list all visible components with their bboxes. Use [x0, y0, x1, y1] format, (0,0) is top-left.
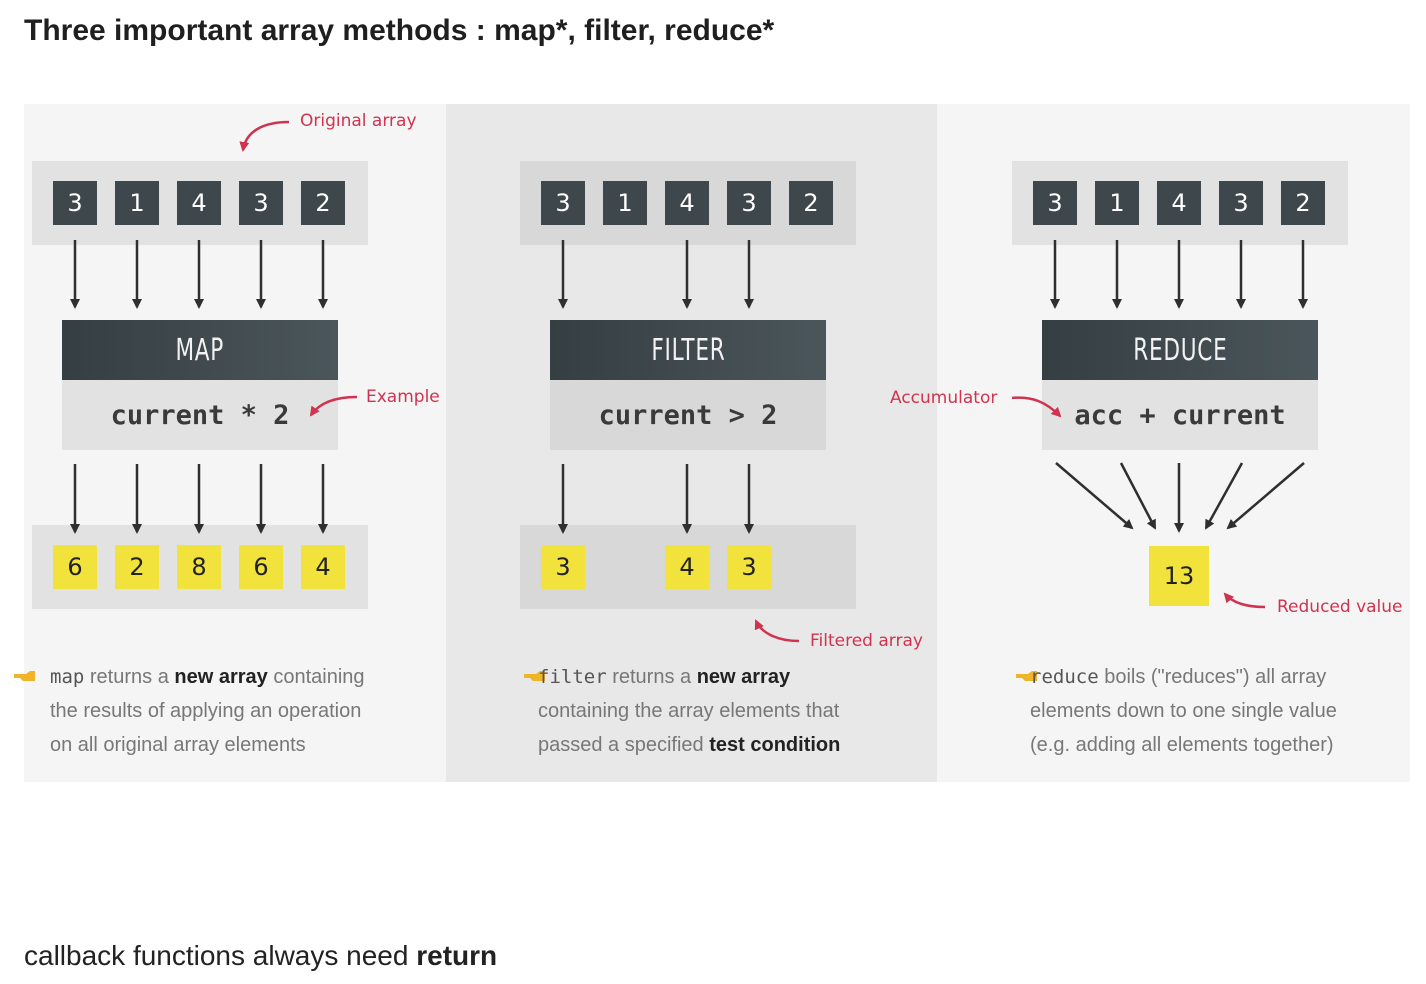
pointing-hand-icon	[14, 671, 35, 681]
pointing-hand-icon	[524, 671, 545, 681]
filter-input-cell: 3	[541, 181, 585, 225]
map-operation: current * 2	[62, 380, 338, 450]
filter-input-cell: 2	[789, 181, 833, 225]
map-input-array: 3 1 4 3 2	[32, 161, 368, 245]
filter-input-cell: 3	[727, 181, 771, 225]
desc-text: returns a	[84, 666, 175, 688]
desc-bold: test condition	[709, 734, 841, 756]
reduce-code: reduce	[1030, 666, 1099, 688]
annotation-reduced-value: Reduced value	[1277, 597, 1403, 617]
map-input-cell: 3	[239, 181, 283, 225]
filter-input-array: 3 1 4 3 2	[520, 161, 856, 245]
reduce-operation: acc + current	[1042, 380, 1318, 450]
desc-line: containing the array elements that	[538, 700, 840, 722]
annotation-example: Example	[366, 387, 440, 407]
array-methods-diagram: 3 1 4 3 2 MAP current * 2 6 2 8 6 4 Orig…	[14, 104, 1410, 782]
reduce-header-label: REDUCE	[1132, 332, 1228, 368]
desc-line: on all original array elements	[50, 734, 306, 756]
map-header-label: MAP	[175, 332, 225, 368]
reduce-panel: 3 1 4 3 2 REDUCE acc + current 13 Reduce…	[937, 104, 1410, 782]
map-output-cell: 6	[239, 545, 283, 589]
map-input-cell: 1	[115, 181, 159, 225]
filter-header: FILTER	[550, 320, 826, 380]
arrow-converge	[1119, 462, 1157, 530]
reduce-result-cell: 13	[1149, 546, 1209, 606]
map-panel: 3 1 4 3 2 MAP current * 2 6 2 8 6 4 Orig…	[14, 104, 446, 782]
map-input-cell: 2	[301, 181, 345, 225]
filter-operation: current > 2	[550, 380, 826, 450]
annotation-original-array: Original array	[300, 111, 417, 131]
desc-line: (e.g. adding all elements together)	[1030, 734, 1334, 756]
filter-input-cell: 1	[603, 181, 647, 225]
reduce-description: reduce boils ("reduces") all array eleme…	[1030, 660, 1337, 762]
map-output-cell: 2	[115, 545, 159, 589]
arrow-converge	[1226, 462, 1305, 530]
flow-arrows	[70, 120, 1308, 643]
reduce-input-cell: 3	[1219, 181, 1263, 225]
desc-text: boils ("reduces") all array	[1098, 666, 1327, 688]
map-output-cell: 8	[177, 545, 221, 589]
annotation-arrow	[1223, 592, 1266, 609]
footer-note: callback functions always need return	[24, 940, 497, 972]
annotation-arrow	[309, 395, 358, 417]
map-code: map	[50, 666, 85, 688]
pointing-hand-icon	[1016, 671, 1037, 681]
arrow-converge	[1204, 462, 1244, 530]
map-input-cell: 4	[177, 181, 221, 225]
map-description: map returns a new array containing the r…	[50, 660, 365, 762]
reduce-input-cell: 2	[1281, 181, 1325, 225]
map-output-cell: 4	[301, 545, 345, 589]
desc-bold: new array	[696, 666, 791, 688]
filter-panel: 3 1 4 3 2 FILTER current > 2 3 4 3 Filte…	[446, 104, 937, 782]
reduce-header: REDUCE	[1042, 320, 1318, 380]
desc-bold: new array	[174, 666, 268, 688]
filter-header-label: FILTER	[650, 332, 726, 368]
footer-text: callback functions always need	[24, 940, 417, 971]
annotation-arrow	[754, 619, 800, 643]
filter-output-cell: 4	[665, 545, 709, 589]
filter-output-cell: 3	[541, 545, 585, 589]
map-header: MAP	[62, 320, 338, 380]
reduce-input-cell: 4	[1157, 181, 1201, 225]
footer-bold: return	[416, 940, 498, 971]
desc-text: containing	[267, 666, 365, 688]
map-output-array: 6 2 8 6 4	[32, 525, 368, 609]
reduce-input-cell: 1	[1095, 181, 1139, 225]
filter-output-cell: 3	[727, 545, 771, 589]
reduce-input-cell: 3	[1033, 181, 1077, 225]
filter-code: filter	[538, 666, 607, 688]
annotation-filtered-array: Filtered array	[810, 631, 923, 651]
reduce-input-array: 3 1 4 3 2	[1012, 161, 1348, 245]
arrow-converge	[1055, 462, 1134, 530]
desc-text: passed a specified	[538, 734, 710, 756]
filter-input-cell: 4	[665, 181, 709, 225]
annotation-arrow	[239, 120, 290, 152]
map-input-cell: 3	[53, 181, 97, 225]
annotation-arrow	[1011, 396, 1062, 418]
filter-description: filter returns a new array containing th…	[538, 660, 840, 762]
map-output-cell: 6	[53, 545, 97, 589]
desc-line: elements down to one single value	[1030, 700, 1337, 722]
desc-line: the results of applying an operation	[50, 700, 362, 722]
desc-text: returns a	[606, 666, 697, 688]
filter-output-array: 3 4 3	[520, 525, 856, 609]
page-title: Three important array methods : map*, fi…	[24, 14, 775, 47]
annotation-accumulator: Accumulator	[890, 388, 998, 408]
